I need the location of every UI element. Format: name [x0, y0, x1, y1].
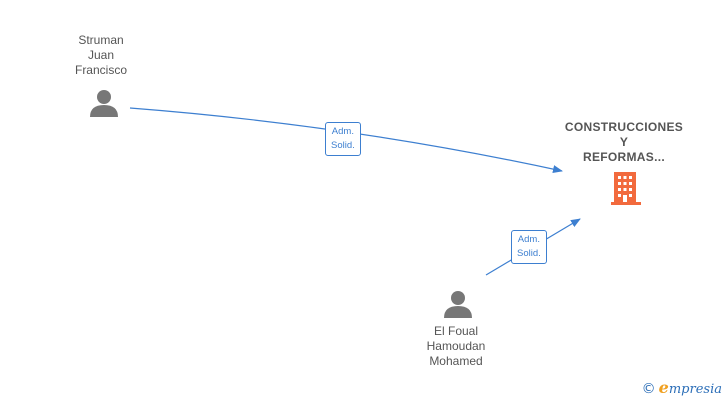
role-badge[interactable]: Adm. Solid. [511, 230, 547, 264]
role-badge-line: Adm. [517, 234, 540, 245]
person-label-struman[interactable]: Struman Juan Francisco [62, 33, 140, 78]
person-name-line: El Foual [433, 324, 479, 338]
building-icon[interactable] [610, 171, 642, 205]
person-name-line: Francisco [74, 63, 127, 77]
person-icon[interactable] [443, 289, 473, 319]
company-name-line: CONSTRUCCIONES [564, 120, 684, 134]
role-badge-line: Solid. [331, 140, 355, 151]
person-icon[interactable] [89, 88, 119, 118]
role-badge[interactable]: Adm. Solid. [325, 122, 361, 156]
person-name-line: Hamoudan [426, 339, 486, 353]
brand-watermark: ©empresia [642, 378, 722, 397]
company-label[interactable]: CONSTRUCCIONES Y REFORMAS... [559, 120, 689, 165]
person-name-line: Mohamed [429, 354, 483, 368]
brand-name: mpresia [668, 382, 722, 397]
person-name-line: Juan [87, 48, 115, 62]
company-name-line: Y [619, 135, 629, 149]
person-name-line: Struman [78, 33, 124, 47]
company-name-line: REFORMAS... [583, 150, 665, 164]
person-label-elfoual[interactable]: El Foual Hamoudan Mohamed [410, 324, 502, 369]
copyright-icon: © [641, 381, 656, 397]
role-badge-line: Solid. [517, 248, 541, 259]
role-badge-line: Adm. [331, 126, 354, 137]
brand-initial: e [658, 378, 669, 397]
